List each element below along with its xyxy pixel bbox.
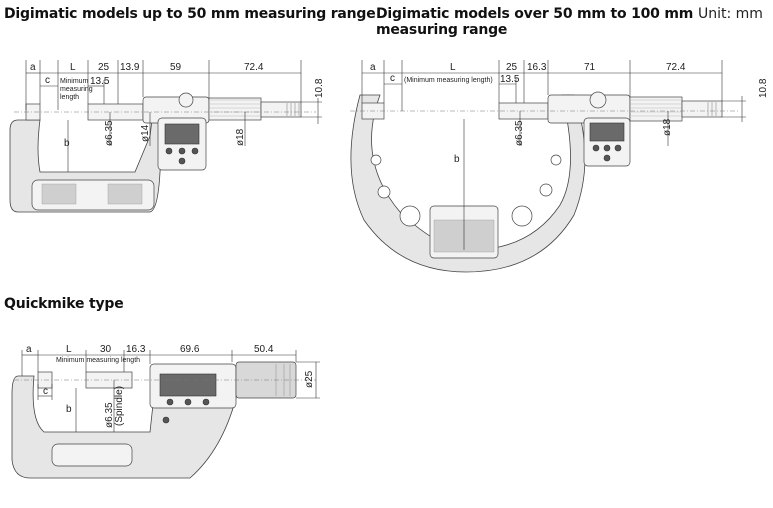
label-a: a bbox=[370, 62, 376, 73]
label-a: a bbox=[30, 62, 36, 73]
label-16-3: 16.3 bbox=[126, 344, 146, 355]
label-50-4: 50.4 bbox=[254, 344, 274, 355]
label-13-9: 13.9 bbox=[120, 62, 140, 73]
label-13-5: 13.5 bbox=[90, 76, 110, 87]
label-L: L bbox=[70, 62, 76, 73]
title-quickmike: Quickmike type bbox=[4, 296, 124, 312]
label-b: b bbox=[454, 154, 460, 165]
label-72-4: 72.4 bbox=[244, 62, 264, 73]
button-1 bbox=[165, 147, 173, 155]
button-2 bbox=[184, 398, 192, 406]
heat-insulator bbox=[51, 443, 133, 467]
label-min-3: length bbox=[60, 94, 79, 101]
label-c: c bbox=[45, 75, 50, 86]
label-phi6-35: ø6.35 bbox=[104, 402, 115, 428]
micrometer-drawing-over-50: a c L (Minimum measuring length) 25 13.5… bbox=[350, 60, 769, 273]
lcd-screen bbox=[589, 122, 625, 142]
label-phi18: ø18 bbox=[235, 128, 246, 146]
label-13-5: 13.5 bbox=[500, 74, 520, 85]
button-1 bbox=[592, 144, 600, 152]
button-3 bbox=[202, 398, 210, 406]
label-phi18: ø18 bbox=[662, 118, 673, 136]
label-phi6-35: ø6.35 bbox=[514, 120, 525, 146]
label-10-8: 10.8 bbox=[314, 78, 325, 98]
label-b: b bbox=[64, 138, 70, 149]
thimble bbox=[629, 96, 683, 122]
micrometer-drawing-quickmike: a L Minimum measuring length 30 16.3 69.… bbox=[11, 344, 320, 479]
button-4 bbox=[178, 157, 186, 165]
button-2 bbox=[178, 147, 186, 155]
label-c: c bbox=[43, 386, 48, 397]
label-phi14: ø14 bbox=[140, 124, 151, 142]
label-b: b bbox=[66, 404, 72, 415]
label-c: c bbox=[390, 73, 395, 84]
label-phi25: ø25 bbox=[304, 370, 315, 388]
label-a: a bbox=[26, 344, 32, 355]
thimble bbox=[208, 97, 262, 121]
label-72-4: 72.4 bbox=[666, 62, 686, 73]
thimble-knurl bbox=[631, 99, 681, 117]
label-30: 30 bbox=[100, 344, 112, 355]
title-over-50-line1: Digimatic models over 50 mm to 100 mm bbox=[376, 6, 694, 22]
micrometer-drawing-up-to-50: a c L Minimum measuring length 25 13.5 1… bbox=[9, 60, 325, 213]
label-L: L bbox=[66, 344, 72, 355]
button-1 bbox=[166, 398, 174, 406]
label-min-2: measuring bbox=[60, 86, 93, 93]
lcd-screen bbox=[159, 373, 217, 397]
button-3 bbox=[614, 144, 622, 152]
clamp-knob bbox=[178, 92, 194, 108]
button-4 bbox=[603, 154, 611, 162]
label-25: 25 bbox=[506, 62, 518, 73]
label-71: 71 bbox=[584, 62, 596, 73]
button-2 bbox=[603, 144, 611, 152]
label-25: 25 bbox=[98, 62, 110, 73]
title-over-50-line2: measuring range bbox=[376, 22, 508, 38]
lcd-screen bbox=[164, 123, 200, 145]
button-3 bbox=[191, 147, 199, 155]
clamp-knob bbox=[589, 91, 607, 109]
frame-hole-small-2 bbox=[539, 183, 553, 197]
ratchet-knurl bbox=[707, 102, 717, 116]
frame-hole-large-left bbox=[399, 205, 421, 227]
thimble-knurl bbox=[210, 99, 260, 117]
title-up-to-50: Digimatic models up to 50 mm measuring r… bbox=[4, 6, 376, 22]
button-4 bbox=[162, 416, 170, 424]
frame-hole-large-right bbox=[511, 205, 533, 227]
label-min-1: Minimum bbox=[60, 78, 89, 85]
label-min-len: (Minimum measuring length) bbox=[404, 77, 493, 84]
label-spindle: (Spindle) bbox=[114, 386, 125, 426]
frame-hole-small-3 bbox=[370, 154, 382, 166]
label-L: L bbox=[450, 62, 456, 73]
label-16-3: 16.3 bbox=[527, 62, 547, 73]
unit-label: Unit: mm bbox=[698, 6, 763, 22]
insulator-texture bbox=[41, 183, 143, 205]
frame-hole-small-1 bbox=[377, 185, 391, 199]
label-phi6-35: ø6.35 bbox=[104, 120, 115, 146]
label-min-len: Minimum measuring length bbox=[56, 357, 140, 364]
label-59: 59 bbox=[170, 62, 182, 73]
ratchet-knurl bbox=[286, 103, 300, 116]
label-69-6: 69.6 bbox=[180, 344, 200, 355]
frame-hole-small-4 bbox=[550, 154, 562, 166]
label-10-8: 10.8 bbox=[758, 78, 769, 98]
